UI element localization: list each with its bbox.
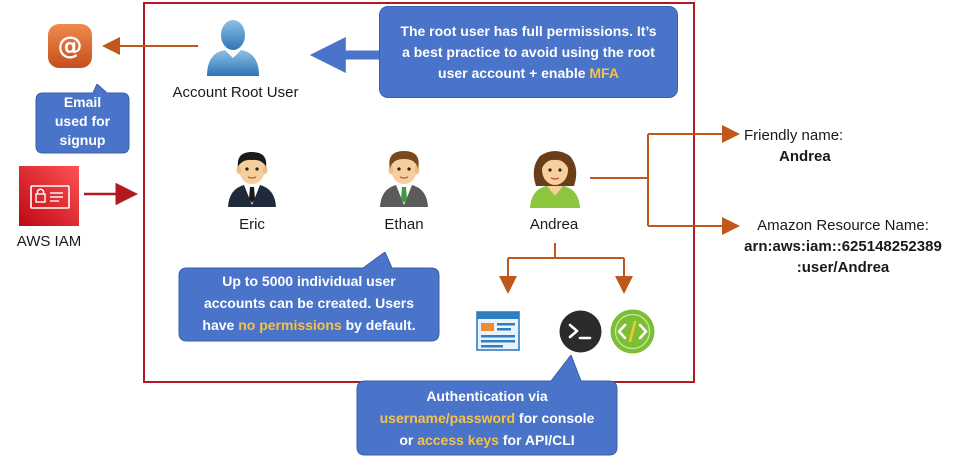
auth-callout-line2-post: for console xyxy=(515,410,595,426)
users-callout-line3: have no permissions by default. xyxy=(178,314,440,336)
email-callout-line2: used for xyxy=(54,113,111,129)
terminal-icon xyxy=(559,310,602,353)
users-callout-line3-post: by default. xyxy=(341,317,416,333)
person-icon xyxy=(203,16,263,78)
arn-block: Amazon Resource Name: arn:aws:iam::62514… xyxy=(730,215,956,278)
friendly-name-title: Friendly name: xyxy=(744,127,844,144)
email-callout: Email used for signup xyxy=(35,84,130,154)
email-callout-bubble xyxy=(35,84,130,154)
auth-callout-line2: username/password for console xyxy=(356,407,618,429)
arn-value-line1: arn:aws:iam::625148252389 xyxy=(744,238,942,255)
user-eric-label: Eric xyxy=(239,216,265,233)
at-sign-icon: @ xyxy=(47,23,93,69)
friendly-name-block: Friendly name: Andrea xyxy=(744,125,874,167)
user-eric-avatar xyxy=(224,147,280,207)
users-callout-line3-pre: have xyxy=(202,317,239,333)
users-callout-line2: accounts can be created. Users xyxy=(203,295,415,311)
root-callout-line2: a best practice to avoid using the root xyxy=(402,43,655,60)
console-window-icon xyxy=(476,311,520,351)
friendly-name-value: Andrea xyxy=(779,148,831,165)
root-callout-line3-text: user account + enable xyxy=(438,64,590,81)
no-permissions-highlight: no permissions xyxy=(238,317,342,333)
auth-callout-line3-post: for API/CLI xyxy=(498,432,575,448)
mfa-highlight: MFA xyxy=(589,64,619,81)
email-callout-line1: Email xyxy=(63,94,102,110)
arn-value-line2: :user/Andrea xyxy=(796,259,890,276)
aws-iam-label: AWS IAM xyxy=(16,233,82,250)
users-callout-line1: Up to 5000 individual user xyxy=(222,273,396,289)
auth-callout-line1: Authentication via xyxy=(426,388,548,404)
andrea-bracket xyxy=(590,134,649,226)
access-keys-highlight: access keys xyxy=(417,432,499,448)
auth-callout-line3-pre: or xyxy=(399,432,418,448)
root-callout-line3: user account + enable MFA xyxy=(400,63,656,84)
auth-callout: Authentication via username/password for… xyxy=(356,355,618,456)
users-callout: Up to 5000 individual user accounts can … xyxy=(178,252,440,342)
aws-iam-icon xyxy=(19,166,79,226)
andrea-fork xyxy=(508,243,624,259)
auth-callout-bubble xyxy=(356,355,618,456)
user-ethan-label: Ethan xyxy=(384,216,424,233)
user-andrea-label: Andrea xyxy=(529,216,579,233)
user-andrea-avatar xyxy=(526,146,584,208)
email-callout-line3: signup xyxy=(59,132,106,148)
root-callout-line1: The root user has full permissions. It’s xyxy=(400,22,657,39)
root-user-callout: The root user has full permissions. It’s… xyxy=(379,6,678,98)
username-password-highlight: username/password xyxy=(379,410,516,426)
root-user-label: Account Root User xyxy=(172,84,299,101)
auth-callout-line3: or access keys for API/CLI xyxy=(356,429,618,451)
user-ethan-avatar xyxy=(376,147,432,207)
svg-text:@: @ xyxy=(58,31,83,60)
users-callout-bubble xyxy=(178,252,440,342)
arn-title: Amazon Resource Name: xyxy=(757,217,929,234)
code-icon xyxy=(610,309,655,354)
